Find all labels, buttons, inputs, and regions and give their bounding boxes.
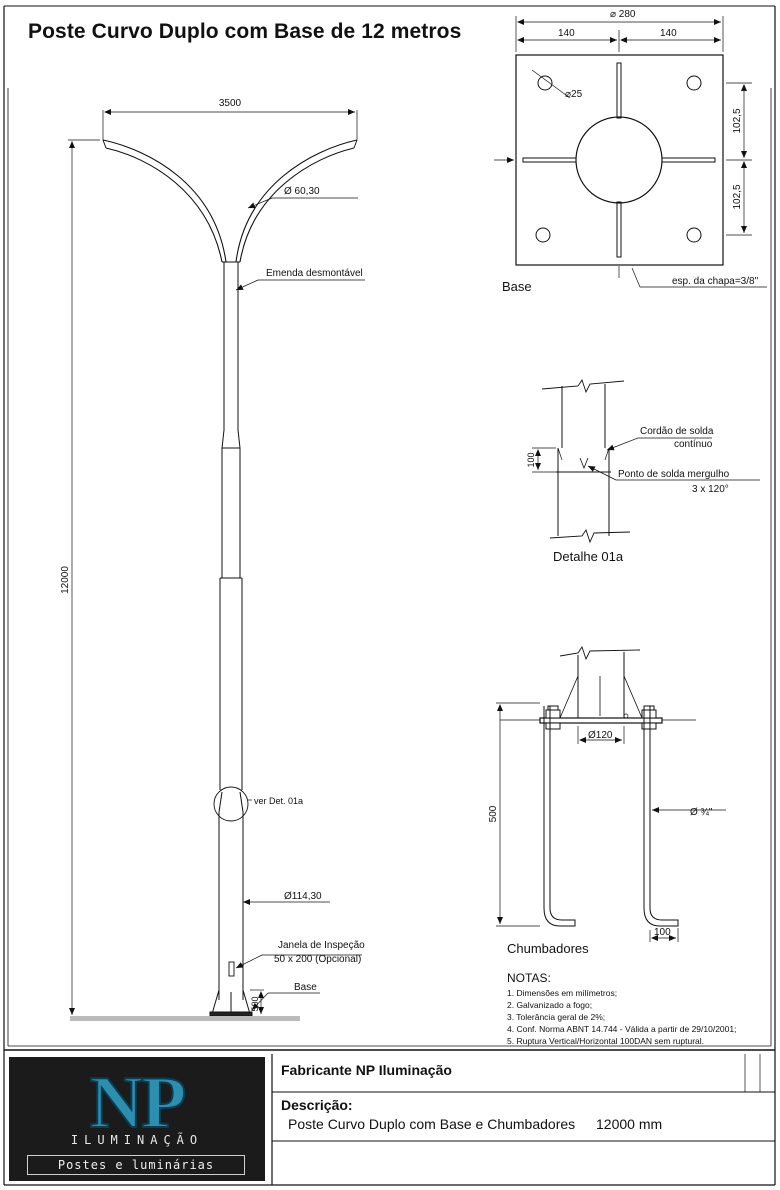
logo-subtitle: ILUMINAÇÃO <box>70 1133 204 1147</box>
plate-v-bottom-dim: 102,5 <box>732 184 743 209</box>
anchor-label: Chumbadores <box>507 941 589 956</box>
note-item: 5. Ruptura Vertical/Horizontal 100DAN se… <box>507 1036 704 1046</box>
notes-heading: NOTAS: <box>507 971 551 985</box>
description-text: Poste Curvo Duplo com Base e Chumbadores <box>288 1116 576 1132</box>
logo-mark: NP <box>89 1062 188 1144</box>
plate-thickness-label: esp. da chapa=3/8" <box>672 276 759 287</box>
anchor-bolt-diam: Ø ¾" <box>690 807 713 818</box>
logo-tagline: Postes e luminárias <box>27 1155 245 1175</box>
note-item: 4. Conf. Norma ABNT 14.744 - Válida a pa… <box>507 1024 736 1034</box>
weld-bead-label-2: contínuo <box>674 439 713 450</box>
base-plate-view <box>494 16 767 288</box>
sheet-frame <box>3 5 776 1186</box>
note-item: 1. Dimensões em milímetros; <box>507 988 617 998</box>
pole-diameter-label: Ø114,30 <box>284 891 322 902</box>
weld-bead-label-1: Cordão de solda <box>640 426 714 437</box>
notes-block: NOTAS: 1. Dimensões em milímetros; 2. Ga… <box>507 971 736 1046</box>
detail-01a-view <box>532 378 760 544</box>
window-size-label: 50 x 200 (Opcional) <box>274 954 361 965</box>
window-label: Janela de Inspeção <box>278 940 365 951</box>
anchor-foot-dim: 100 <box>654 927 671 938</box>
dim-width: 3500 <box>219 98 242 109</box>
dim-height: 12000 <box>60 566 71 594</box>
pole-elevation <box>68 109 365 1021</box>
detail-ref-label: ver Det. 01a <box>254 796 303 806</box>
base-label: Base <box>294 982 317 993</box>
anchor-bolts-view <box>496 645 726 942</box>
plate-half-right-dim: 140 <box>660 28 677 39</box>
anchor-center-diam: Ø120 <box>588 730 613 741</box>
detail-label: Detalhe 01a <box>553 549 624 564</box>
plate-total-dim: ⌀ 280 <box>610 9 636 20</box>
plug-weld-label-1: Ponto de solda mergulho <box>618 469 730 480</box>
plate-v-top-dim: 102,5 <box>732 108 743 133</box>
anchor-height-dim: 500 <box>488 805 499 822</box>
drawing-title: Poste Curvo Duplo com Base de 12 metros <box>28 20 462 43</box>
manufacturer-label: Fabricante NP Iluminação <box>281 1062 452 1078</box>
plug-weld-label-2: 3 x 120° <box>692 484 729 495</box>
title-block-grid <box>271 1054 775 1185</box>
joint-label: Emenda desmontável <box>266 268 363 279</box>
base-dim-label: 500 <box>250 996 260 1011</box>
note-item: 3. Tolerância geral de 2%; <box>507 1012 605 1022</box>
description-heading: Descrição: <box>281 1097 353 1113</box>
plate-label: Base <box>502 279 532 294</box>
plate-half-left-dim: 140 <box>558 28 575 39</box>
arm-diameter-label: Ø 60,30 <box>284 186 320 197</box>
note-item: 2. Galvanizado a fogo; <box>507 1000 592 1010</box>
detail-dim: 100 <box>526 452 536 467</box>
description-size: 12000 mm <box>596 1116 663 1132</box>
plate-hole-dim: ⌀25 <box>565 89 583 100</box>
np-logo: NP ILUMINAÇÃO Postes e luminárias <box>9 1057 265 1181</box>
